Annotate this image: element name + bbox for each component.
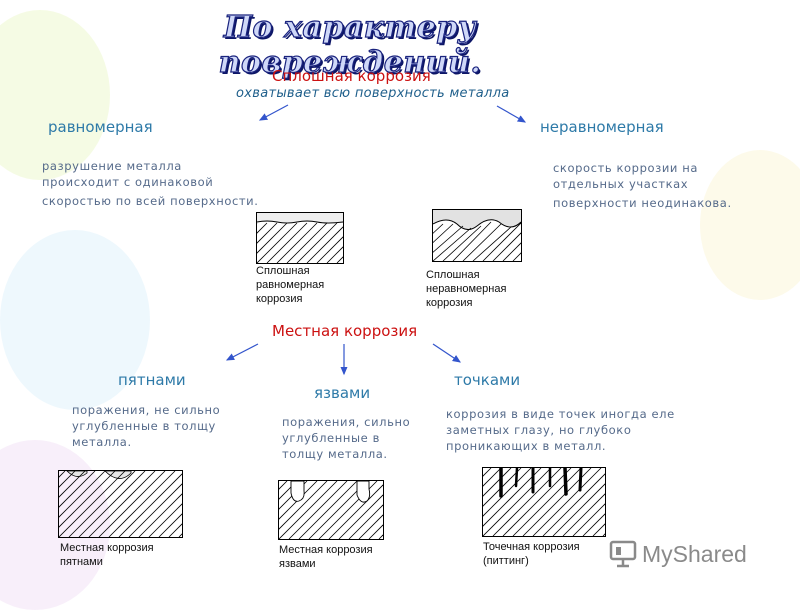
watermark-text: MyShared xyxy=(642,541,747,567)
general-corrosion-subheading: охватывает всю поверхность металла xyxy=(236,86,510,101)
uniform-description: разрушение металла происходит с одинаков… xyxy=(42,159,259,208)
slide-title: По характеру повреждений. xyxy=(218,9,482,80)
arrow-to-uniform xyxy=(258,104,289,121)
arrow-to-spots xyxy=(225,343,259,361)
hatch xyxy=(279,481,383,539)
pits xyxy=(499,468,583,498)
presentation-board-icon xyxy=(609,540,637,568)
ulcers-corrosion-figure xyxy=(278,480,384,540)
local-corrosion-heading: Местная коррозия xyxy=(272,322,418,340)
hatch xyxy=(433,221,521,261)
uniform-label: равномерная xyxy=(48,118,153,136)
uniform-caption: Сплошная равномерная коррозия xyxy=(256,265,325,305)
pitting-caption: Точечная коррозия (питтинг) xyxy=(483,541,580,567)
balloon-decoration xyxy=(700,150,800,300)
spots-description: поражения, не сильно углубленные в толщу… xyxy=(72,403,221,449)
nonuniform-description: скорость коррозии на отдельных участках … xyxy=(553,161,732,210)
general-corrosion-heading: Сплошная коррозия xyxy=(272,67,431,85)
hatch xyxy=(257,222,343,263)
points-description: коррозия в виде точек иногда еле заметны… xyxy=(446,407,675,453)
balloon-decoration xyxy=(0,230,150,410)
hatch xyxy=(59,471,182,537)
watermark: MyShared xyxy=(608,538,747,568)
spots-label: пятнами xyxy=(118,371,186,389)
spots-caption: Местная коррозия пятнами xyxy=(60,542,154,568)
balloon-decoration xyxy=(0,10,110,180)
ulcers-caption: Местная коррозия язвами xyxy=(279,544,373,570)
arrow-to-nonuniform xyxy=(496,105,527,123)
nonuniform-label: неравномерная xyxy=(540,118,664,136)
ulcers-description: поражения, сильно углубленные в толщу ме… xyxy=(282,415,411,461)
nonuniform-corrosion-figure xyxy=(432,209,522,262)
uniform-corrosion-figure xyxy=(256,212,344,264)
points-label: точками xyxy=(454,371,521,389)
arrow-to-points xyxy=(432,343,461,363)
pitting-corrosion-figure xyxy=(482,467,606,537)
ulcers-label: язвами xyxy=(314,384,371,402)
nonuniform-caption: Сплошная неравномерная коррозия xyxy=(426,269,507,309)
spots-corrosion-figure xyxy=(58,470,183,538)
